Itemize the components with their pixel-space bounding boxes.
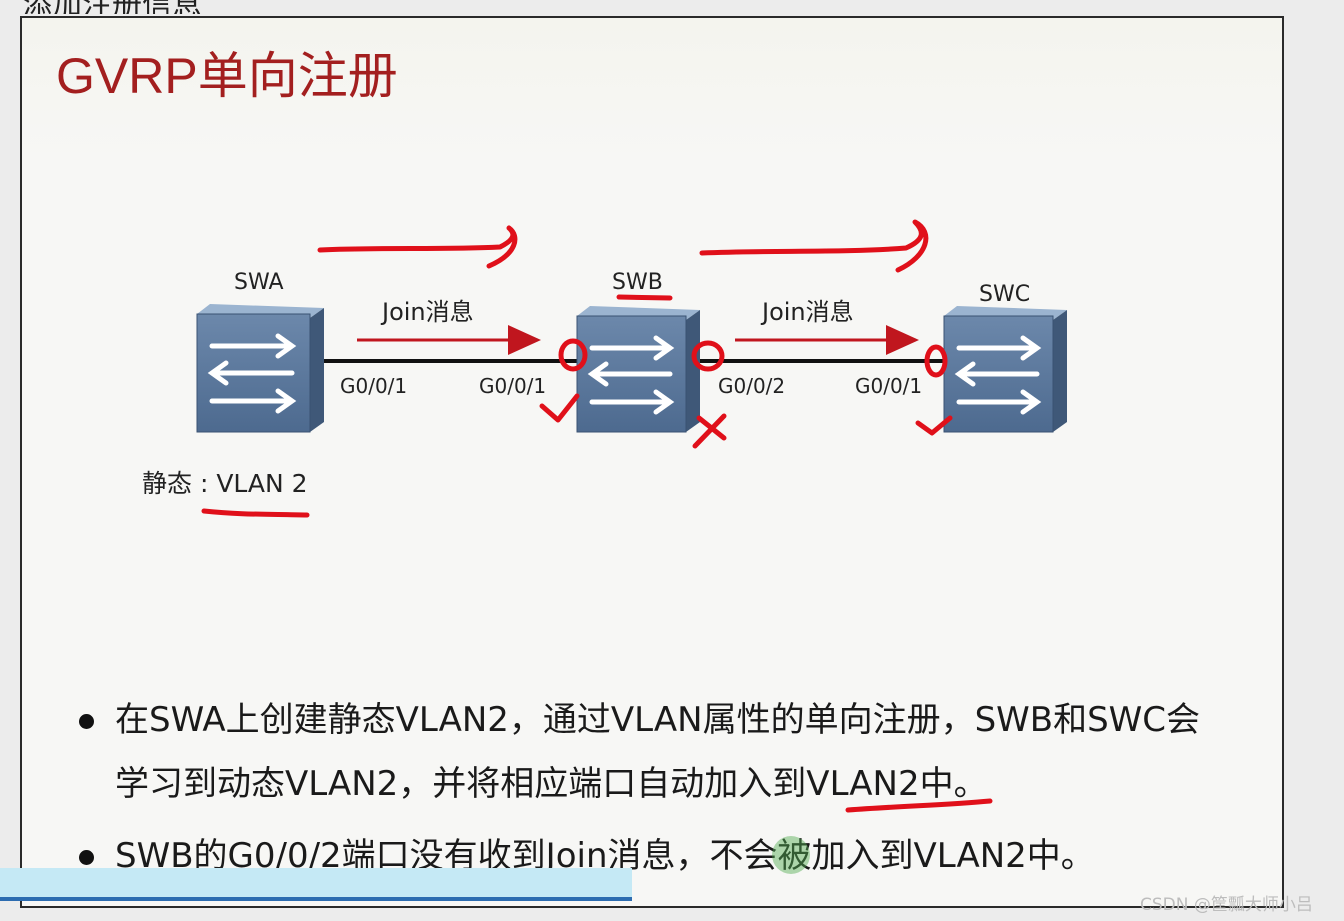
handwritten-annotations [201,219,993,813]
check-swb-g001 [539,393,580,423]
switch-swb-label: SWB [612,270,663,295]
static-vlan-label: 静态 : VLAN 2 [142,469,308,498]
slide-title: GVRP单向注册 [56,48,398,104]
bullet-list: 在SWA上创建静态VLAN2，通过VLAN属性的单向注册，SWB和SWC会 学习… [77,688,1267,888]
switch-swc-icon [943,306,1067,433]
title-band [22,18,1282,158]
watermark: CSDN @筐瓢大师小吕 [1140,895,1313,915]
join-message-label-2: Join消息 [762,298,854,326]
cross-swb-g002 [692,413,727,449]
switch-swb-icon [576,306,700,433]
check-swc-g001 [915,415,953,436]
bullet-dot [79,714,94,729]
bullet-item: 在SWA上创建静态VLAN2，通过VLAN属性的单向注册，SWB和SWC会 学习… [77,688,1267,816]
slide: GVRP单向注册 [20,16,1284,908]
cursor-highlight [772,836,810,874]
underline-vlan2 [201,508,310,518]
cropped-heading-text: 添加注册信息 [22,0,202,14]
circle-swb-g002 [691,340,725,372]
port-swb-g002: G0/0/2 [718,374,786,398]
handwritten-arrow-1 [317,225,518,269]
switch-swa-label: SWA [234,270,284,295]
join-message-label-1: Join消息 [382,298,474,326]
port-swc-g001: G0/0/1 [855,374,923,398]
port-swb-g001: G0/0/1 [479,374,547,398]
switch-swc-label: SWC [979,282,1031,307]
cropped-heading: 添加注册信息 [0,0,1344,14]
switch-swa-icon [196,304,324,433]
network-diagram [196,219,1067,813]
port-swa-g001: G0/0/1 [340,374,408,398]
underline-vlan2-text [845,798,993,813]
progress-bar-line [0,897,632,901]
bullet-1-line-1: 在SWA上创建静态VLAN2，通过VLAN属性的单向注册，SWB和SWC会 [115,700,1201,740]
progress-bar-track [0,868,632,901]
bullet-1-line-2: 学习到动态VLAN2，并将相应端口自动加入到VLAN2中。 [115,764,988,804]
underline-swb [616,294,673,301]
handwritten-arrow-2 [699,219,929,273]
circle-swc-g001 [924,344,948,378]
circle-swb-g001 [558,338,588,372]
bullet-dot [79,850,94,865]
